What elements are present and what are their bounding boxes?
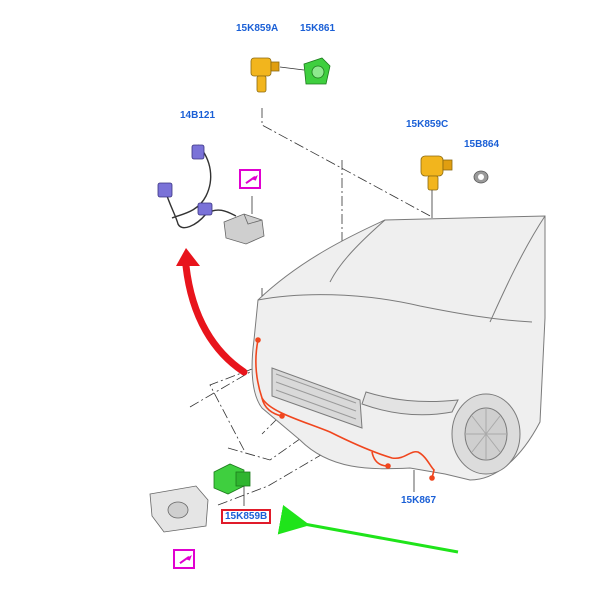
bezel-part <box>149 485 209 533</box>
label-15k859a: 15K859A <box>236 23 279 34</box>
connector-line <box>279 66 305 71</box>
seal-15b864 <box>473 170 489 184</box>
label-15k861: 15K861 <box>300 23 336 34</box>
green-arrow <box>277 504 459 554</box>
bracket-part <box>223 213 265 245</box>
sensor-15k859a <box>250 57 280 93</box>
sensor-15k859c <box>420 155 453 191</box>
label-15k859c: 15K859C <box>406 119 449 130</box>
label-15k867: 15K867 <box>401 495 437 506</box>
holder-15k861 <box>303 57 331 85</box>
view-detail-tag-icon <box>239 169 261 189</box>
label-15b864: 15B864 <box>464 139 500 150</box>
front-harness <box>255 337 435 481</box>
car-body <box>251 215 546 481</box>
sensor-15k859b <box>213 463 251 495</box>
view-detail-tag-icon <box>173 549 195 569</box>
label-15k859b-highlighted: 15K859B <box>221 509 272 524</box>
label-14b121: 14B121 <box>180 110 216 121</box>
red-arrow <box>176 248 248 376</box>
wiring-14b121 <box>157 144 237 229</box>
